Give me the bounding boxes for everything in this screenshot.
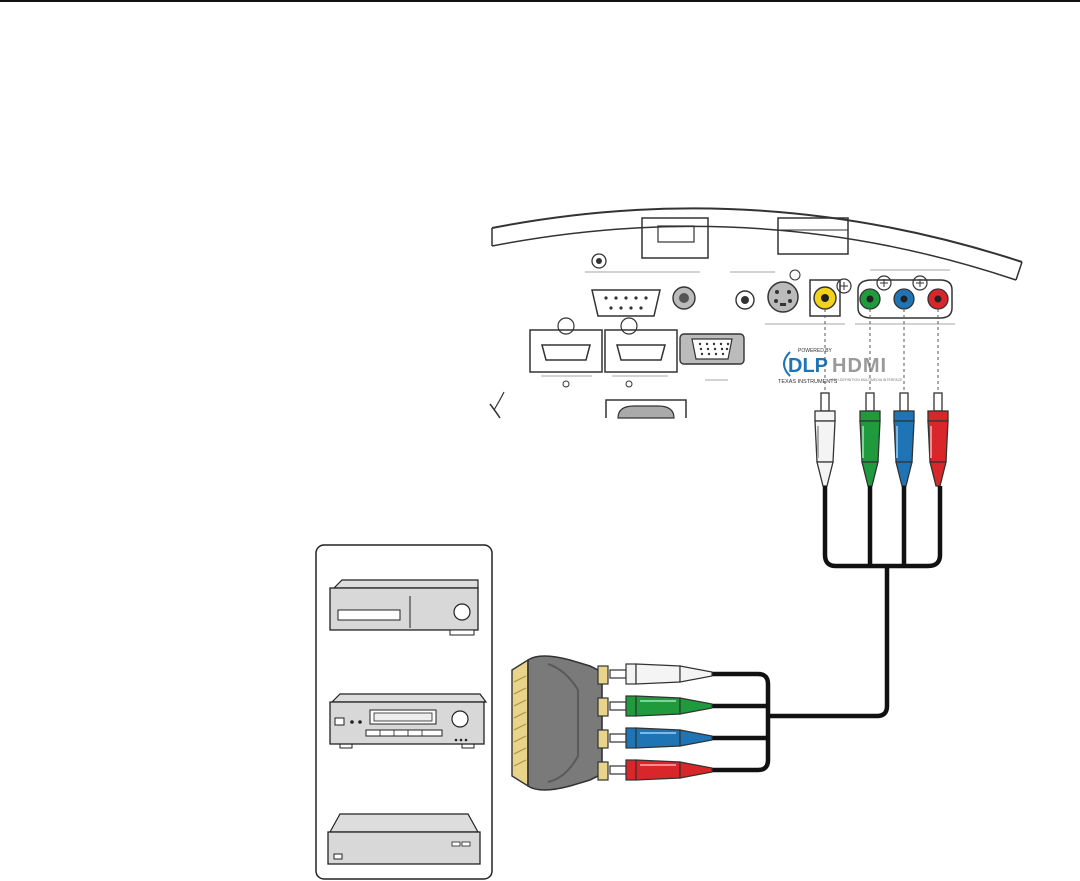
hdmi-port-2 [605, 318, 677, 387]
svg-text:HIGH-DEFINITION MULTIMEDIA INT: HIGH-DEFINITION MULTIMEDIA INTERFACE [830, 378, 903, 382]
svg-text:POWERED BY: POWERED BY [798, 348, 833, 354]
rca-plug-icon-green [860, 393, 880, 486]
svg-text:TEXAS INSTRUMENTS: TEXAS INSTRUMENTS [778, 379, 838, 385]
av-cable [712, 486, 940, 770]
av-receiver-icon [330, 694, 486, 748]
vga-port [680, 334, 744, 380]
rca-plug-icon-red [928, 393, 948, 486]
rca-plug-icon-adapter-green [610, 696, 712, 716]
rca-plug-icon-adapter-red [610, 760, 712, 780]
vcr-icon [330, 580, 478, 635]
rs232-port [592, 290, 660, 316]
hdmi-port-1 [530, 318, 602, 387]
source-devices-panel [316, 545, 492, 879]
composite-video-jack [810, 279, 851, 316]
top-latch [642, 218, 708, 258]
rca-plug-icon-blue [894, 393, 914, 486]
svg-text:HDMI: HDMI [832, 355, 887, 377]
dlp-logo: POWERED BY DLP TEXAS INSTRUMENTS [778, 348, 838, 385]
scart-adapter-icon [512, 656, 608, 790]
audio-jack-small [592, 254, 606, 268]
projector-rear-panel: POWERED BY DLP TEXAS INSTRUMENTS HDMI HI… [490, 208, 1022, 418]
dvd-player-icon [328, 814, 480, 864]
hdmi-logo: HDMI HIGH-DEFINITION MULTIMEDIA INTERFAC… [830, 355, 903, 382]
audio-in-jack [736, 291, 754, 309]
svideo-port [768, 270, 800, 312]
power-inlet [606, 400, 686, 418]
rca-plug-icon-video [815, 393, 835, 486]
rca-plug-icon-adapter-blue [610, 728, 712, 748]
trigger-jack [673, 287, 695, 309]
rca-plug-icon-adapter-white [610, 664, 712, 684]
svg-text:DLP: DLP [788, 355, 828, 377]
top-tab [778, 218, 848, 254]
